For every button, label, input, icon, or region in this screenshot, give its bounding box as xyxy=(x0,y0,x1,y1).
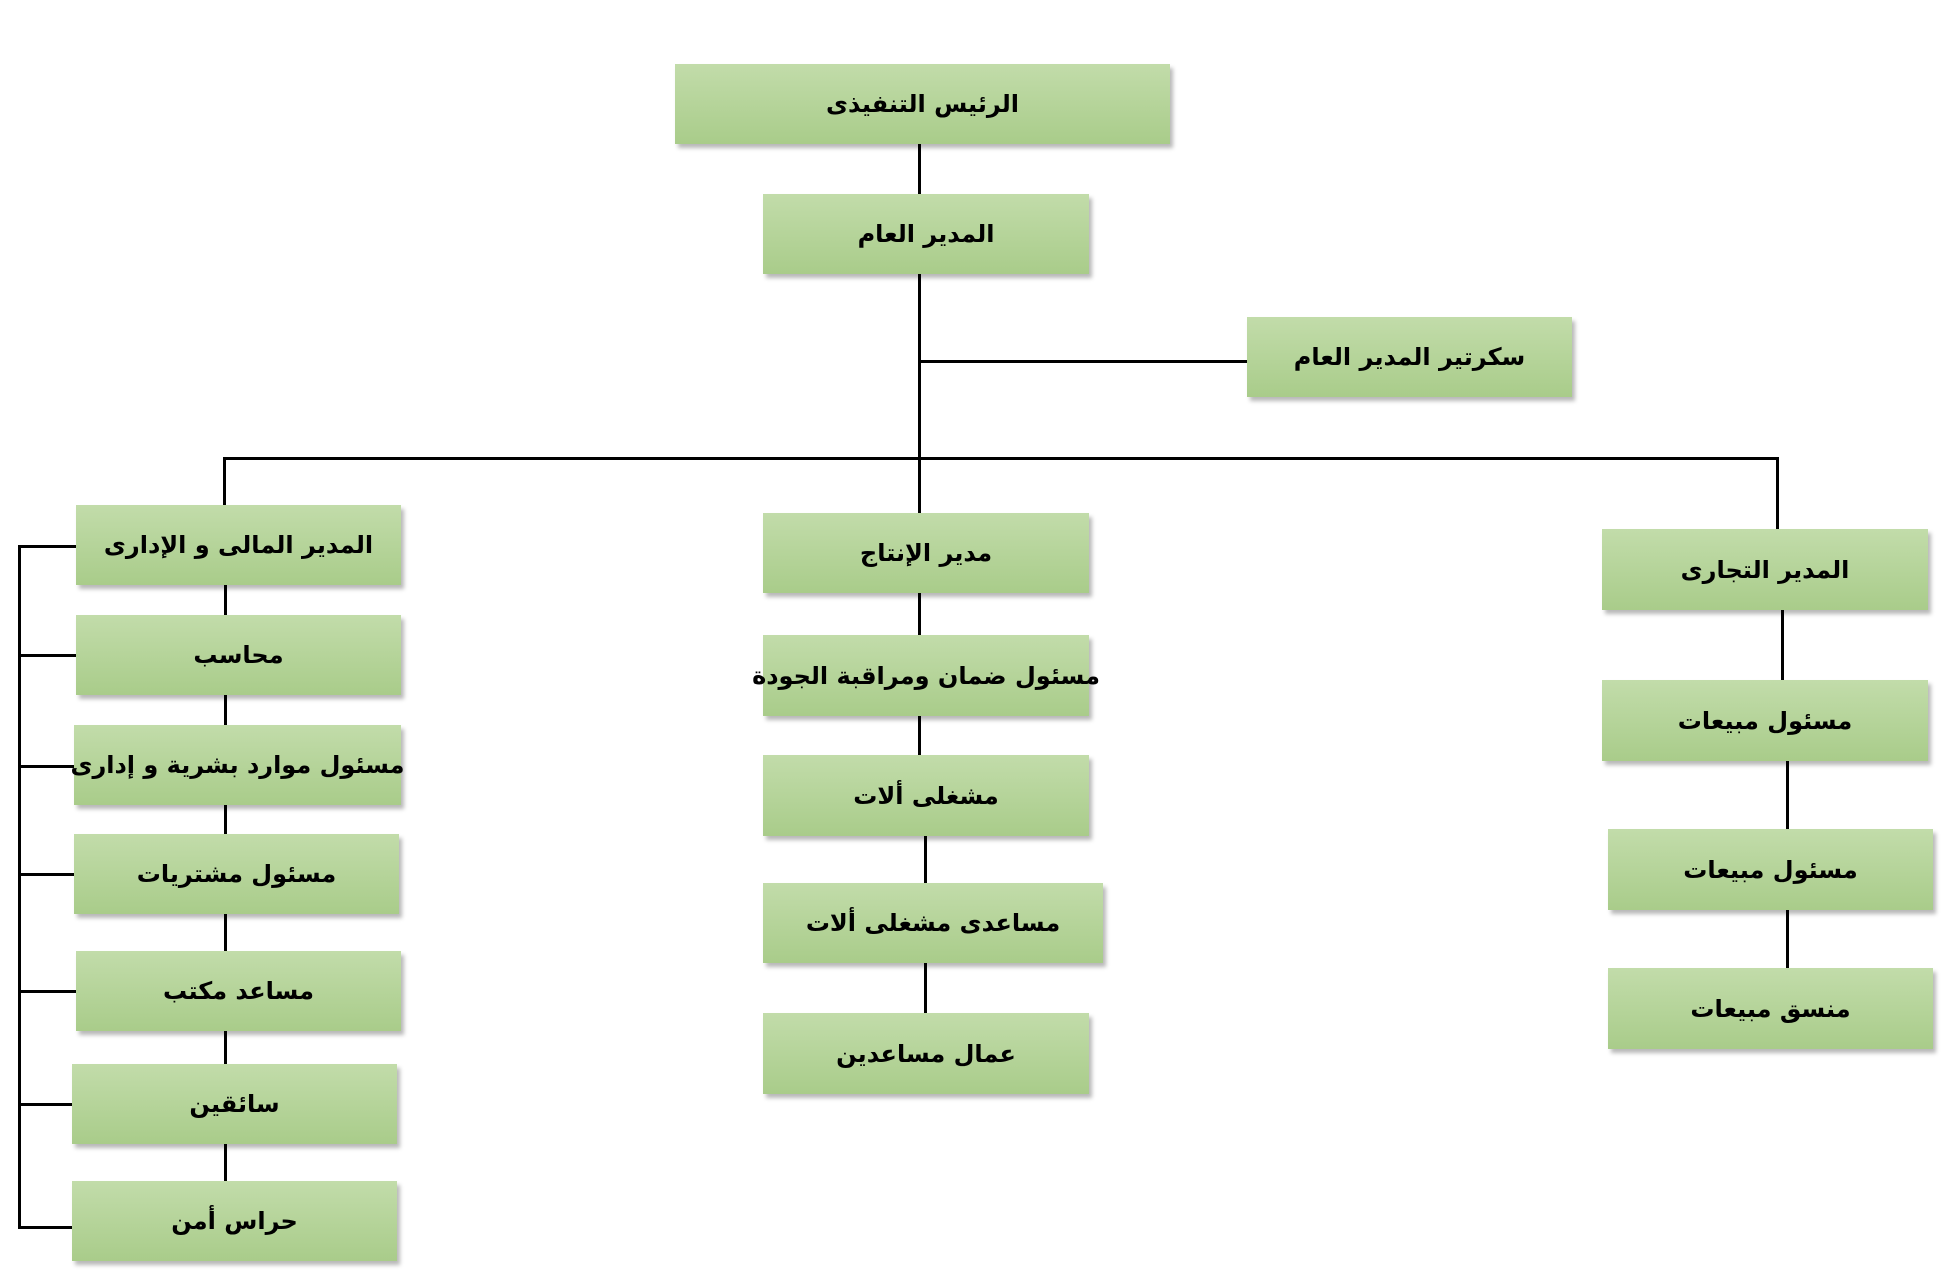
production-staff-box: مسئول ضمان ومراقبة الجودة xyxy=(752,635,1100,716)
connector-finance-tick xyxy=(18,545,76,548)
gm-secretary-box: سكرتير المدير العام xyxy=(1247,317,1572,397)
commercial-staff-box: مسئول مبيعات xyxy=(1602,680,1928,761)
ceo-box: الرئيس التنفيذى xyxy=(675,64,1170,144)
connector-production-column xyxy=(924,962,927,1014)
connector-commercial-column xyxy=(1781,609,1784,681)
connector-finance-drop xyxy=(223,457,226,505)
production-staff-box: مشغلى ألات xyxy=(763,755,1089,836)
finance-staff-box: حراس أمن xyxy=(72,1181,397,1261)
connector-department-bar xyxy=(223,457,1779,460)
production-staff-box: عمال مساعدين xyxy=(763,1013,1089,1094)
connector-finance-tick xyxy=(18,1226,76,1229)
connector-production-drop xyxy=(918,457,921,513)
connector-production-column xyxy=(918,715,921,756)
connector-finance-sidebar xyxy=(18,545,21,1229)
connector-commercial-drop xyxy=(1776,457,1779,530)
connector-gm-trunk xyxy=(918,272,921,458)
connector-production-column xyxy=(918,592,921,636)
commercial-head-box: المدير التجارى xyxy=(1602,529,1928,610)
connector-finance-tick xyxy=(18,990,76,993)
production-head-box: مدير الإنتاج xyxy=(763,513,1089,593)
connector-production-column xyxy=(924,835,927,884)
finance-staff-box: مسئول مشتريات xyxy=(74,834,399,914)
connector-finance-tick xyxy=(18,1103,76,1106)
connector-finance-tick xyxy=(18,654,76,657)
general-manager-box: المدير العام xyxy=(763,194,1089,274)
finance-staff-box: مسئول موارد بشرية و إدارى xyxy=(70,725,405,805)
connector-ceo-gm xyxy=(918,143,921,195)
connector-secretary xyxy=(918,360,1248,363)
connector-commercial-column xyxy=(1786,909,1789,969)
commercial-staff-box: مسئول مبيعات xyxy=(1608,829,1933,910)
connector-commercial-column xyxy=(1786,760,1789,830)
finance-staff-box: سائقين xyxy=(72,1064,397,1144)
connector-finance-tick xyxy=(18,873,76,876)
finance-staff-box: مساعد مكتب xyxy=(76,951,401,1031)
production-staff-box: مساعدى مشغلى ألات xyxy=(763,883,1103,963)
finance-admin-head-box: المدير المالى و الإدارى xyxy=(76,505,401,585)
commercial-staff-box: منسق مبيعات xyxy=(1608,968,1933,1049)
finance-staff-box: محاسب xyxy=(76,615,401,695)
connector-finance-tick xyxy=(18,765,76,768)
